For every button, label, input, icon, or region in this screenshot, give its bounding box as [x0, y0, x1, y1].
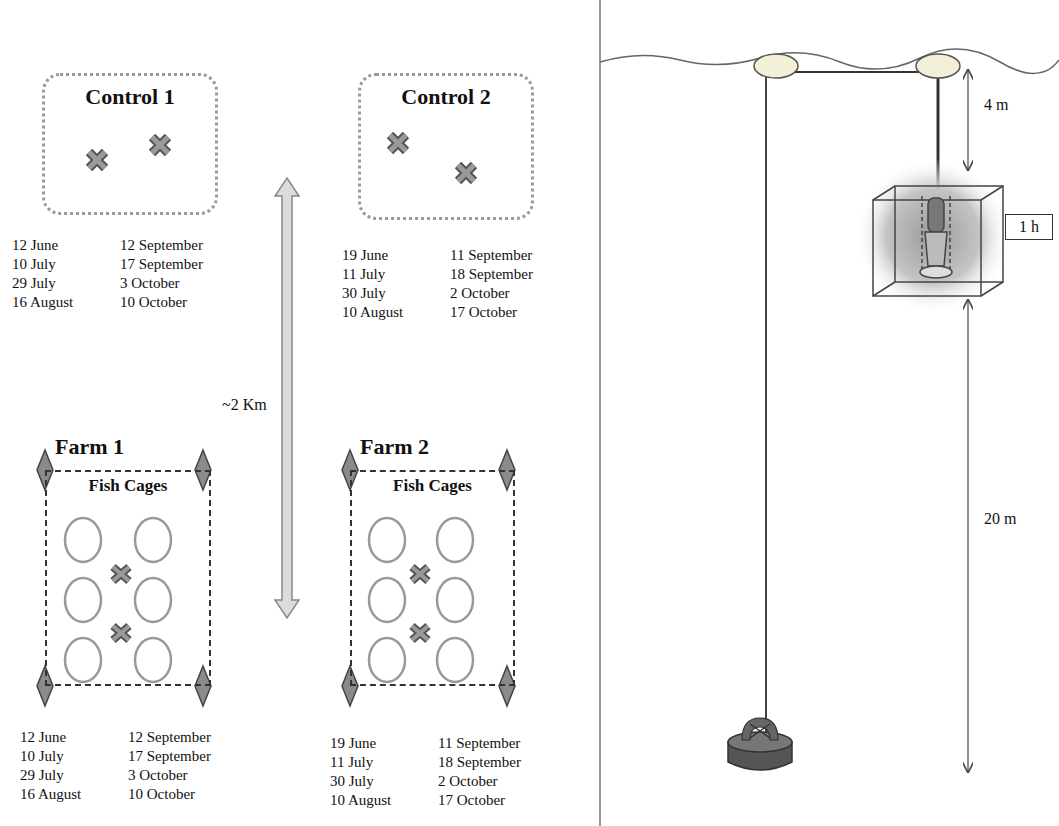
sampling-date: 17 September: [128, 747, 211, 765]
sampling-date: 17 October: [438, 791, 505, 809]
sampling-date: 11 July: [330, 753, 373, 771]
distance-arrow: [275, 178, 299, 618]
sampling-date: 30 July: [342, 284, 386, 302]
panel-divider: [599, 0, 601, 826]
depth-dimension: 4 m: [984, 96, 1008, 114]
sampling-date: 2 October: [450, 284, 510, 302]
sampling-date: 17 October: [450, 303, 517, 321]
sea-surface: [600, 49, 1059, 74]
sampling-date: 10 July: [12, 255, 56, 273]
fish-cages: [65, 518, 473, 682]
sampling-date: 16 August: [12, 293, 73, 311]
farm-site: Farm 2Fish Cages: [350, 470, 515, 686]
sampling-date: 10 October: [120, 293, 187, 311]
mooring: [754, 54, 960, 732]
sampling-date: 16 August: [20, 785, 81, 803]
corner-buoys: [37, 450, 515, 706]
area-label: Fish Cages: [47, 476, 209, 496]
sampling-date: 18 September: [450, 265, 533, 283]
sampling-date: 18 September: [438, 753, 521, 771]
sampling-date: 12 June: [20, 728, 66, 746]
sampling-date: 30 July: [330, 772, 374, 790]
sampling-date: 19 June: [330, 734, 376, 752]
sampling-date: 10 August: [342, 303, 403, 321]
distance-label: ~2 Km: [222, 396, 267, 414]
sampling-date: 3 October: [128, 766, 188, 784]
sampling-date: 19 June: [342, 246, 388, 264]
buoy-marker: [195, 666, 211, 706]
sampling-date: 10 August: [330, 791, 391, 809]
sampling-date: 29 July: [20, 766, 64, 784]
sampling-date: 17 September: [120, 255, 203, 273]
sampling-date: 12 June: [12, 236, 58, 254]
sampling-date: 11 July: [342, 265, 385, 283]
sampling-date: 29 July: [12, 274, 56, 292]
site-title: Control 2: [361, 84, 531, 110]
sediment-trap: [855, 158, 1011, 314]
sampling-date: 10 October: [128, 785, 195, 803]
farm-site: Farm 1Fish Cages: [45, 470, 211, 686]
control-site: Control 2: [358, 73, 534, 220]
sampling-date: 11 September: [438, 734, 520, 752]
control-site: Control 1: [42, 73, 218, 215]
anchor-weight: [728, 718, 792, 770]
area-label: Fish Cages: [352, 476, 513, 496]
buoy-marker: [499, 666, 515, 706]
sampling-date: 11 September: [450, 246, 532, 264]
site-title: Control 1: [45, 84, 215, 110]
sampling-date: 3 October: [120, 274, 180, 292]
duration-box: 1 h: [1005, 214, 1053, 240]
sampling-date: 10 July: [20, 747, 64, 765]
depth-dimension: 20 m: [984, 510, 1016, 528]
duration-label: 1 h: [1019, 218, 1039, 236]
dimension-lines: [967, 70, 968, 772]
sampling-date: 12 September: [128, 728, 211, 746]
sampling-date: 2 October: [438, 772, 498, 790]
sampling-date: 12 September: [120, 236, 203, 254]
sampling-points: [89, 135, 474, 640]
site-title: Farm 2: [360, 434, 429, 460]
site-title: Farm 1: [55, 434, 124, 460]
